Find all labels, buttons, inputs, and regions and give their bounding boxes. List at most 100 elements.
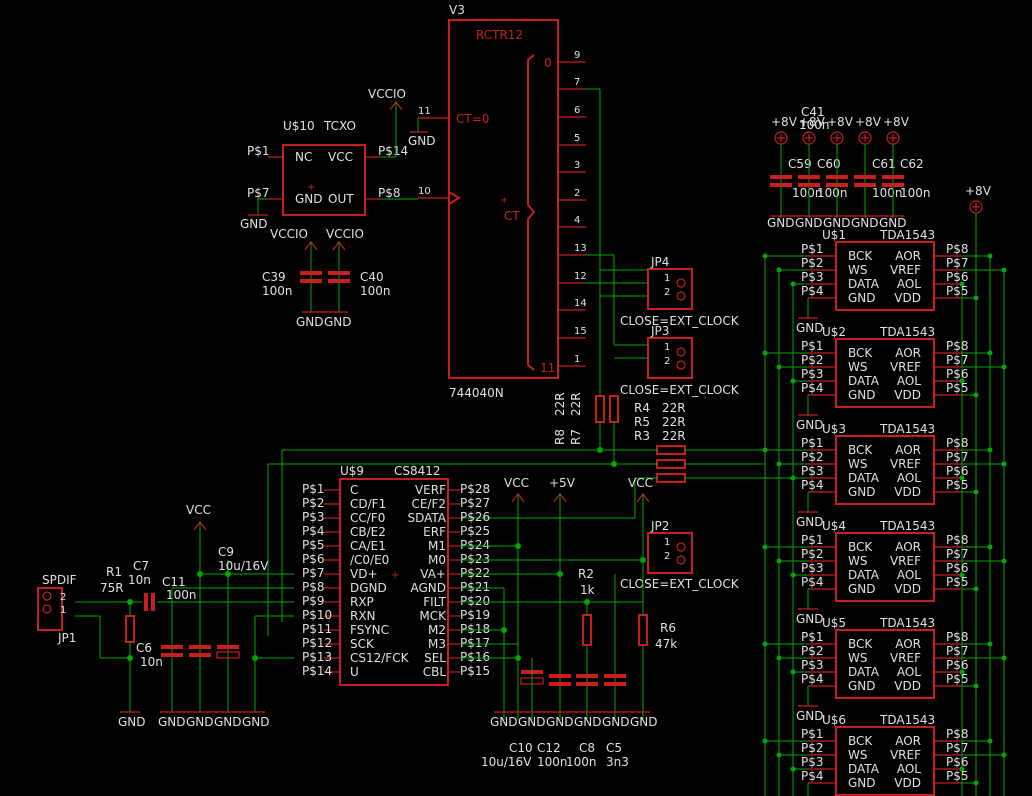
dac-rpin-2-3: VDD bbox=[894, 485, 921, 499]
cs-lpin-3: CB/E2 bbox=[350, 525, 386, 539]
cs-rpin-7: AGND bbox=[410, 581, 446, 595]
r3-name: R3 bbox=[634, 429, 650, 443]
counter-q0-label: 0 bbox=[544, 56, 552, 70]
tcxo-origin: + bbox=[307, 182, 315, 193]
dac-lpin-1-1: WS bbox=[848, 360, 867, 374]
dac-lpin-5-3: GND bbox=[848, 776, 876, 790]
jp4-body bbox=[647, 268, 693, 310]
cs-lpad-9: P$10 bbox=[302, 608, 332, 622]
spdif-pin2: 2 bbox=[60, 592, 66, 603]
dac-p8v-label: +8V bbox=[965, 184, 992, 198]
cs-lpin-0: C bbox=[350, 483, 358, 497]
dac-rpad-5-3: P$5 bbox=[946, 769, 969, 783]
cs-rpad-13: P$15 bbox=[460, 664, 490, 678]
tcxo-pin-gnd: GND bbox=[295, 192, 323, 206]
counter-pin-10-num: 10 bbox=[418, 186, 431, 197]
dac-rpin-2-2: AOL bbox=[897, 471, 921, 485]
dac-rpad-0-0: P$8 bbox=[946, 242, 969, 256]
c60-value: 100n bbox=[817, 186, 848, 200]
tcxo-pad1: P$1 bbox=[247, 144, 270, 158]
dac-rpad-2-1: P$7 bbox=[946, 450, 969, 464]
jp4-pin1: 1 bbox=[664, 273, 670, 284]
spdif-connector-body bbox=[37, 587, 63, 631]
cs-rpad-7: P$21 bbox=[460, 580, 490, 594]
cs-rpad-4: P$24 bbox=[460, 538, 490, 552]
dac-rpin-1-3: VDD bbox=[894, 388, 921, 402]
c12-name: C12 bbox=[537, 741, 561, 755]
gnd-b6: GND bbox=[630, 715, 658, 729]
dac-rpad-3-1: P$7 bbox=[946, 547, 969, 561]
cs-lpad-2: P$3 bbox=[302, 510, 325, 524]
jp2-pad2 bbox=[676, 555, 686, 565]
dac-rpin-1-2: AOL bbox=[897, 374, 921, 388]
cs8412-name: U$9 bbox=[340, 464, 364, 478]
dac-lpin-1-3: GND bbox=[848, 388, 876, 402]
dac-body-5 bbox=[835, 726, 935, 796]
cs-lpin-5: /C0/E0 bbox=[350, 553, 389, 567]
dac-body-2 bbox=[835, 435, 935, 505]
counter-rpin-num-7: 7 bbox=[574, 77, 580, 88]
cs-lpin-1: CD/F1 bbox=[350, 497, 386, 511]
dac-lpad-0-0: P$1 bbox=[801, 242, 824, 256]
dac-lpad-3-3: P$4 bbox=[801, 575, 824, 589]
dac-type-3: TDA1543 bbox=[879, 519, 935, 533]
spdif-label: SPDIF bbox=[42, 573, 77, 587]
counter-gnd-label: GND bbox=[408, 134, 436, 148]
counter-origin: + bbox=[500, 195, 508, 206]
spdif-pin1: 1 bbox=[60, 605, 66, 616]
counter-jumper-wires bbox=[586, 88, 648, 396]
dac-rpin-4-2: AOL bbox=[897, 665, 921, 679]
dac-lpin-1-0: BCK bbox=[848, 346, 873, 360]
r5-body bbox=[656, 459, 686, 469]
dac-lpin-5-0: BCK bbox=[848, 734, 873, 748]
jp3-label: CLOSE=EXT_CLOCK bbox=[620, 383, 740, 397]
jp2-name: JP2 bbox=[650, 519, 669, 533]
cs-lpad-10: P$11 bbox=[302, 622, 332, 636]
cs-lpin-6: VD+ bbox=[350, 567, 378, 581]
dac-rpad-5-2: P$6 bbox=[946, 755, 969, 769]
dac-lpin-3-2: DATA bbox=[848, 568, 880, 582]
tcxo-name: U$10 bbox=[283, 119, 315, 133]
dac-rpad-1-0: P$8 bbox=[946, 339, 969, 353]
cs-lpad-12: P$13 bbox=[302, 650, 332, 664]
cs-lpad-7: P$8 bbox=[302, 580, 325, 594]
cs-rpin-8: FILT bbox=[423, 595, 446, 609]
counter-rpin-num-9: 9 bbox=[574, 50, 580, 61]
gnd-b4: GND bbox=[574, 715, 602, 729]
cs-lpin-11: SCK bbox=[350, 637, 375, 651]
dac-type-5: TDA1543 bbox=[879, 713, 935, 727]
dac-rpin-2-1: VREF bbox=[890, 457, 921, 471]
dac-type-1: TDA1543 bbox=[879, 325, 935, 339]
dac-gnd-4: GND bbox=[796, 709, 824, 723]
dac-lpad-2-0: P$1 bbox=[801, 436, 824, 450]
dac-lpin-2-1: WS bbox=[848, 457, 867, 471]
counter-pin-11-num: 11 bbox=[418, 106, 431, 117]
gnd-l2: GND bbox=[158, 715, 186, 729]
c39-plate-bottom bbox=[300, 279, 322, 283]
tcxo-pad14: P$14 bbox=[378, 144, 408, 158]
resistors-r3-r4-r5: R4 22R R5 22R R3 22R bbox=[634, 401, 686, 483]
tcxo-pad8: P$8 bbox=[378, 186, 401, 200]
cs-lpin-7: DGND bbox=[350, 581, 387, 595]
dac-rpad-3-2: P$6 bbox=[946, 561, 969, 575]
c60-name: C60 bbox=[817, 157, 841, 171]
gnd-b1: GND bbox=[490, 715, 518, 729]
dac-gnd-2: GND bbox=[796, 515, 824, 529]
r8-name: R8 bbox=[553, 429, 567, 445]
cs-lpin-9: RXN bbox=[350, 609, 376, 623]
c12-value: 100n bbox=[537, 755, 568, 769]
dac-rpad-0-3: P$5 bbox=[946, 284, 969, 298]
dac-name-0: U$1 bbox=[822, 228, 846, 242]
cs-lpad-3: P$4 bbox=[302, 524, 325, 538]
r7-value: 22R bbox=[569, 392, 583, 416]
c8-name: C8 bbox=[579, 741, 595, 755]
c59-value: 100n bbox=[792, 186, 823, 200]
dac-lpin-0-1: WS bbox=[848, 263, 867, 277]
dac-rpin-0-1: VREF bbox=[890, 263, 921, 277]
jp2-pin1: 1 bbox=[664, 537, 670, 548]
p5v-label: +5V bbox=[549, 476, 576, 490]
tcxo-pin-nc: NC bbox=[295, 150, 312, 164]
resistors-r2-r6: R2 1k R6 47k bbox=[578, 567, 677, 651]
cs-lpin-13: U bbox=[350, 665, 359, 679]
